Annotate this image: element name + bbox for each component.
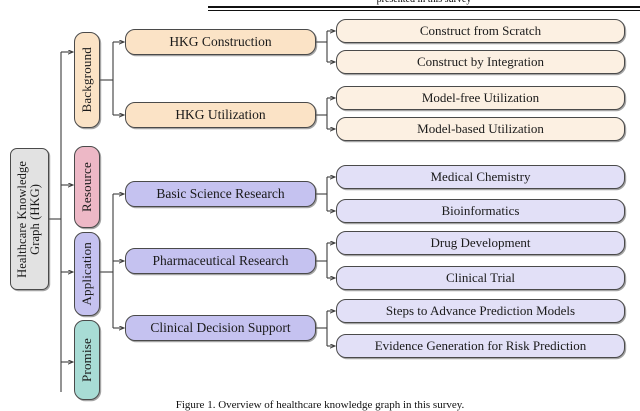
cut-header-text: presented in this survey	[208, 0, 640, 5]
leaf-model-free-utilization[interactable]: Model-free Utilization	[336, 86, 625, 110]
branch-label-background-text: Background	[79, 47, 95, 113]
branch-label-application-text: Application	[79, 242, 95, 306]
category-clinical-decision-support[interactable]: Clinical Decision Support	[125, 315, 316, 341]
leaf-construct-by-integration-label: Construct by Integration	[416, 54, 545, 70]
leaf-bioinformatics[interactable]: Bioinformatics	[336, 199, 625, 223]
leaf-drug-development[interactable]: Drug Development	[336, 231, 625, 255]
leaf-drug-development-label: Drug Development	[430, 235, 531, 251]
header-rule-thick	[208, 6, 640, 8]
figure-caption-text: Figure 1. Overview of healthcare knowled…	[175, 399, 465, 411]
leaf-steps-to-advance-prediction-models[interactable]: Steps to Advance Prediction Models	[336, 299, 625, 323]
leaf-model-free-utilization-label: Model-free Utilization	[421, 90, 540, 106]
leaf-evidence-generation-for-risk-prediction-label: Evidence Generation for Risk Prediction	[374, 338, 587, 354]
category-hkg-utilization-label: HKG Utilization	[175, 106, 266, 122]
category-hkg-construction-label: HKG Construction	[169, 33, 272, 49]
category-basic-science-research[interactable]: Basic Science Research	[125, 181, 316, 207]
branch-label-resource[interactable]: Resource	[74, 146, 100, 228]
leaf-evidence-generation-for-risk-prediction[interactable]: Evidence Generation for Risk Prediction	[336, 334, 625, 358]
branch-label-background[interactable]: Background	[74, 32, 100, 128]
branch-label-promise-text: Promise	[79, 337, 95, 382]
header-rule-thin	[208, 10, 640, 11]
leaf-medical-chemistry-label: Medical Chemistry	[430, 169, 531, 185]
category-hkg-utilization[interactable]: HKG Utilization	[125, 102, 316, 128]
figure-caption: Figure 1. Overview of healthcare knowled…	[0, 399, 640, 411]
leaf-construct-from-scratch[interactable]: Construct from Scratch	[336, 19, 625, 43]
category-hkg-construction[interactable]: HKG Construction	[125, 29, 316, 55]
leaf-model-based-utilization[interactable]: Model-based Utilization	[336, 117, 625, 141]
leaf-clinical-trial[interactable]: Clinical Trial	[336, 266, 625, 290]
leaf-construct-from-scratch-label: Construct from Scratch	[419, 23, 542, 39]
leaf-construct-by-integration[interactable]: Construct by Integration	[336, 50, 625, 74]
branch-label-resource-text: Resource	[79, 162, 95, 212]
leaf-medical-chemistry[interactable]: Medical Chemistry	[336, 165, 625, 189]
leaf-clinical-trial-label: Clinical Trial	[446, 270, 515, 286]
category-clinical-decision-support-label: Clinical Decision Support	[150, 319, 291, 335]
leaf-bioinformatics-label: Bioinformatics	[441, 203, 520, 219]
leaf-steps-to-advance-prediction-models-label: Steps to Advance Prediction Models	[385, 303, 576, 319]
category-basic-science-research-label: Basic Science Research	[156, 185, 285, 201]
leaf-model-based-utilization-label: Model-based Utilization	[417, 121, 544, 137]
category-pharmaceutical-research-label: Pharmaceutical Research	[152, 252, 289, 268]
category-pharmaceutical-research[interactable]: Pharmaceutical Research	[125, 248, 316, 274]
branch-label-application[interactable]: Application	[74, 232, 100, 316]
branch-label-promise[interactable]: Promise	[74, 320, 100, 400]
